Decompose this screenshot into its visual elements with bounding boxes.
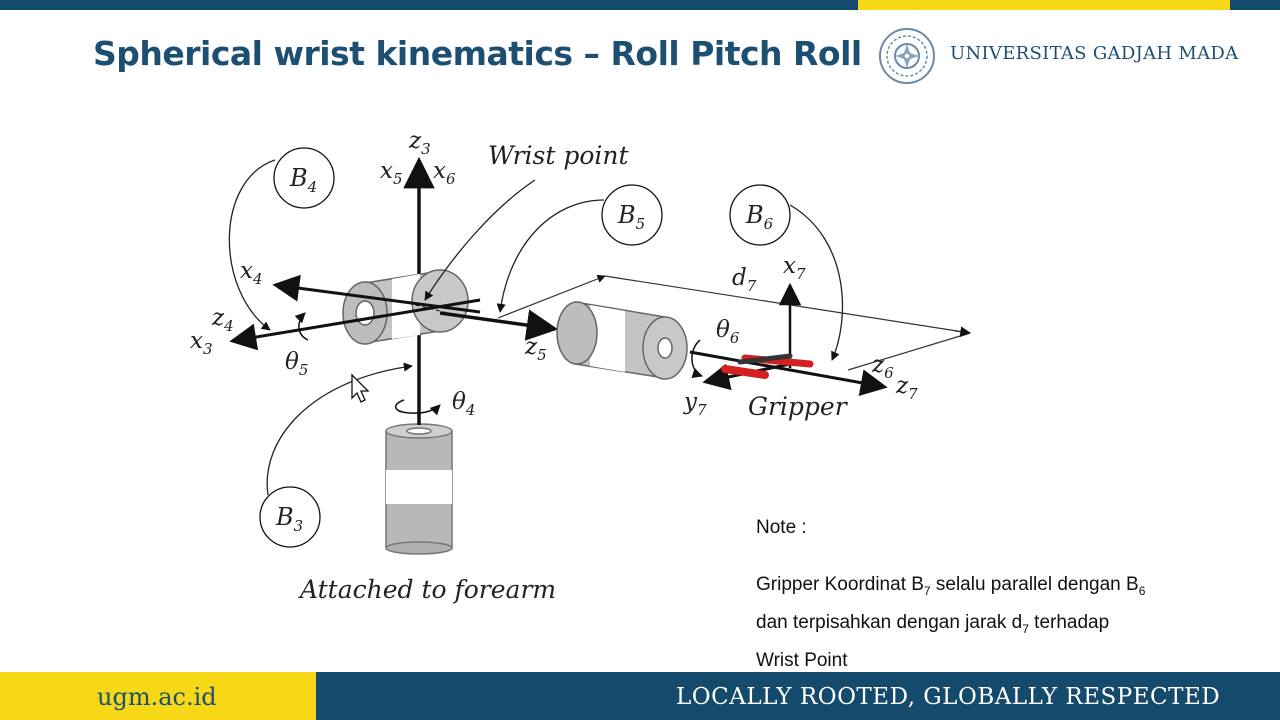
frame-b4-sub: 4 <box>307 178 318 196</box>
label-wrist-point: Wrist point <box>488 141 629 170</box>
gripper-fingers <box>721 353 814 379</box>
axis-z6-line <box>689 350 888 396</box>
frame-b3-sub: 3 <box>294 517 304 535</box>
rotation-theta5-arrow <box>294 312 309 341</box>
label-z3: z3 <box>408 128 431 158</box>
note-line-3: Wrist Point <box>756 649 848 671</box>
frame-b6-sub: 6 <box>764 215 774 233</box>
frame-circle-b6: B6 <box>729 184 791 246</box>
rotation-theta4-arrow <box>395 399 441 416</box>
label-theta6: θ6 <box>716 317 740 347</box>
label-z4: z4 <box>211 305 234 335</box>
label-gripper: Gripper <box>748 392 849 421</box>
top-accent-yellow <box>858 0 1230 10</box>
label-x4: x4 <box>240 258 263 288</box>
label-z6: z6 <box>871 352 894 382</box>
svg-text:B3: B3 <box>275 503 303 535</box>
forearm-cylinder <box>385 423 453 555</box>
frame-b5-main: B <box>617 201 636 229</box>
label-theta4: θ4 <box>452 389 475 419</box>
rotation-theta6-arrow <box>691 339 703 378</box>
footer-yellow-block <box>0 672 316 720</box>
frame-b5-sub: 5 <box>636 215 646 233</box>
note-line-1: Gripper Koordinat B7 selalu parallel den… <box>756 574 1146 598</box>
footer-motto: LOCALLY ROOTED, GLOBALLY RESPECTED <box>676 684 1221 710</box>
university-name: UNIVERSITAS GADJAH MADA <box>950 43 1239 64</box>
footer-bar <box>0 672 1280 720</box>
top-accent-bar <box>0 0 1280 10</box>
label-d7: d7 <box>732 265 757 295</box>
label-z5: z5 <box>524 334 547 364</box>
label-x3: x3 <box>190 328 213 358</box>
label-theta5: θ5 <box>285 349 308 379</box>
label-x6: x6 <box>433 158 456 188</box>
note-line-2: dan terpisahkan dengan jarak d7 terhadap <box>756 611 1110 636</box>
gripper-cylinder <box>556 301 688 380</box>
frame-circle-b4: B4 <box>273 147 335 209</box>
svg-text:B6: B6 <box>745 201 774 233</box>
svg-text:B5: B5 <box>617 201 645 233</box>
frame-b4-main: B <box>289 164 308 192</box>
slide-title: Spherical wrist kinematics – Roll Pitch … <box>93 34 862 73</box>
label-x5: x5 <box>380 158 403 188</box>
note-heading: Note : <box>756 517 807 538</box>
ugm-seal-icon <box>879 28 935 84</box>
svg-text:B4: B4 <box>289 164 317 196</box>
frame-circle-b5: B5 <box>601 184 663 246</box>
axis-x4-line <box>272 274 481 314</box>
mouse-cursor-icon <box>351 373 370 403</box>
note-body: Gripper Koordinat B7 selalu parallel den… <box>756 569 1266 676</box>
label-attached-forearm: Attached to forearm <box>298 575 556 604</box>
frame-b3-main: B <box>275 503 294 531</box>
axis-x3-line <box>229 298 481 351</box>
label-y7: y7 <box>683 389 707 419</box>
label-z7: z7 <box>895 373 918 403</box>
frame-circle-b3: B3 <box>259 486 321 548</box>
leader-lines <box>228 159 844 496</box>
frame-b6-main: B <box>745 201 764 229</box>
label-x7: x7 <box>783 253 806 283</box>
footer-url: ugm.ac.id <box>97 683 217 711</box>
